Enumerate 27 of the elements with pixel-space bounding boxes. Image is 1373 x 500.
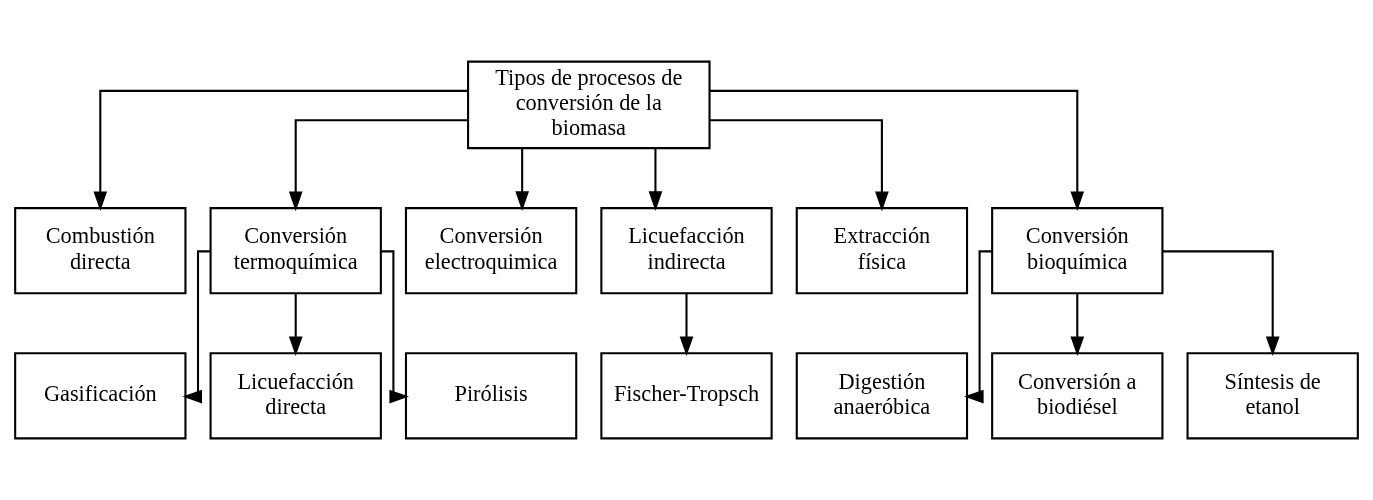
arrow (1163, 250, 1280, 357)
arrow (709, 89, 1085, 212)
arrow (182, 250, 211, 404)
node-box: Pirólisis (404, 352, 578, 440)
node-box: Tipos de procesos de conversión de la biomasa (467, 60, 711, 150)
arrow (288, 293, 303, 357)
node-box: Conversión termoquímica (209, 207, 382, 295)
arrow (648, 148, 663, 211)
arrow (381, 250, 409, 404)
node-box: Digestión anaeróbica (795, 352, 969, 440)
node-box: Licuefacción directa (209, 352, 382, 440)
node-box: Síntesis de etanol (1186, 352, 1359, 440)
arrow (709, 119, 889, 212)
node-box: Fischer-Tropsch (600, 352, 773, 440)
node-box: Conversión electroquimica (404, 207, 578, 295)
node-box: Combustión directa (14, 207, 187, 295)
arrow (964, 250, 992, 404)
node-box: Gasificación (14, 352, 187, 440)
node-box: Extracción física (795, 207, 969, 295)
arrow (515, 148, 529, 211)
node-box: Conversión a biodiésel (991, 352, 1164, 440)
arrow (679, 293, 694, 357)
arrow (1070, 293, 1085, 357)
arrow (93, 89, 469, 212)
node-box: Licuefacción indirecta (600, 207, 773, 295)
node-box: Conversión bioquímica (991, 207, 1164, 295)
arrow (288, 119, 468, 212)
